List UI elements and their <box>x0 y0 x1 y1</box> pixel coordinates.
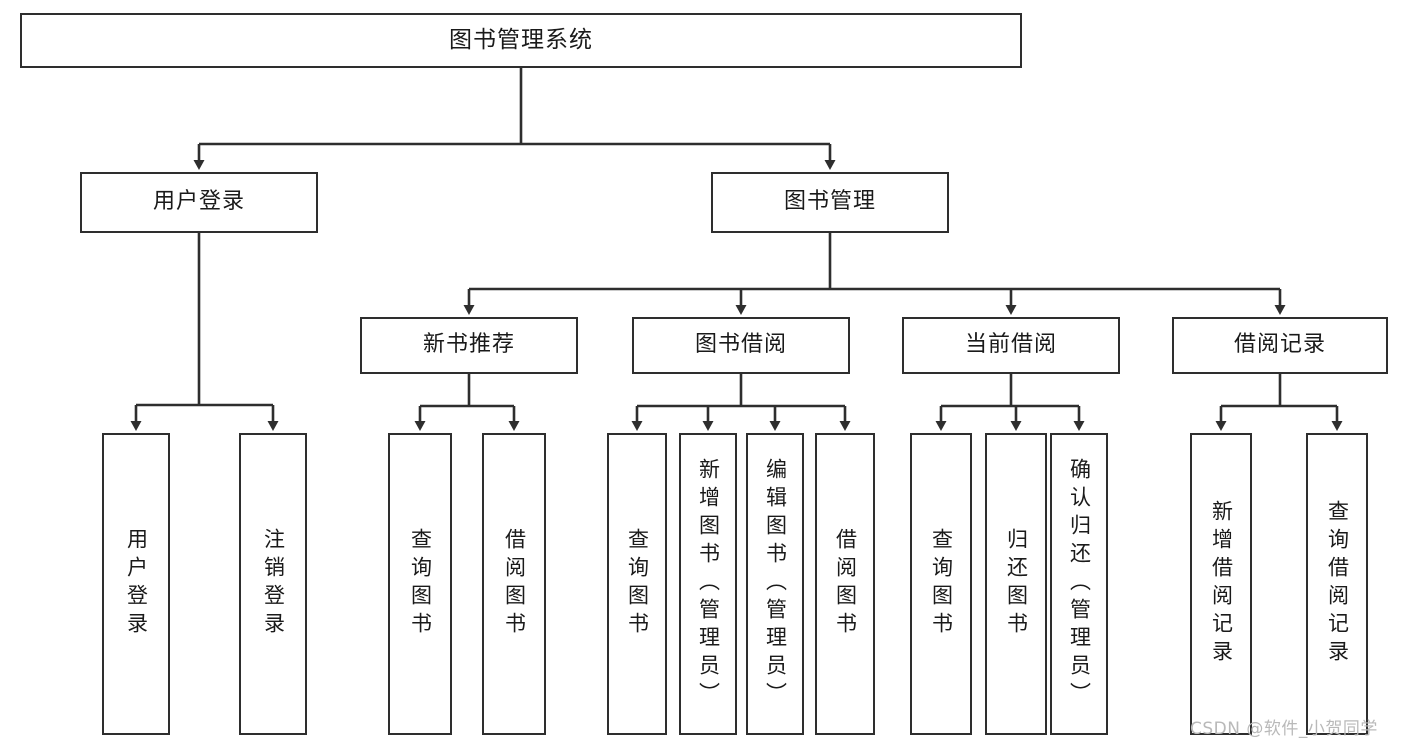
node-label: 借阅记录 <box>1233 332 1326 358</box>
node-label: 图书借阅 <box>694 332 787 358</box>
node-label: 新增借阅记录 <box>1209 500 1234 668</box>
node-label: 查询图书 <box>408 528 433 640</box>
node-records: 借阅记录 <box>1172 317 1388 374</box>
node-label: 注销登录 <box>261 528 286 640</box>
node-label: 借阅图书 <box>502 528 527 640</box>
node-label: 新书推荐 <box>422 332 515 358</box>
node-leaf-q1: 查询图书 <box>388 433 452 735</box>
node-label: 查询图书 <box>929 528 954 640</box>
node-newbook: 新书推荐 <box>360 317 578 374</box>
node-leaf-q3: 查询图书 <box>910 433 972 735</box>
node-label: 借阅图书 <box>833 528 858 640</box>
node-label: 确认归还（管理员） <box>1067 458 1092 710</box>
node-root: 图书管理系统 <box>20 13 1022 68</box>
node-leaf-b1: 借阅图书 <box>482 433 546 735</box>
node-bookmgmt: 图书管理 <box>711 172 949 233</box>
node-label: 归还图书 <box>1004 528 1029 640</box>
node-leaf-newrec: 新增借阅记录 <box>1190 433 1252 735</box>
node-leaf-login: 用户登录 <box>102 433 170 735</box>
node-login: 用户登录 <box>80 172 318 233</box>
node-label: 图书管理系统 <box>449 26 593 53</box>
node-leaf-q2: 查询图书 <box>607 433 667 735</box>
node-leaf-conf: 确认归还（管理员） <box>1050 433 1108 735</box>
node-label: 新增图书（管理员） <box>696 458 721 710</box>
node-leaf-logout: 注销登录 <box>239 433 307 735</box>
node-label: 图书管理 <box>783 189 876 215</box>
node-leaf-b2: 借阅图书 <box>815 433 875 735</box>
node-label: 当前借阅 <box>964 332 1057 358</box>
node-label: 编辑图书（管理员） <box>763 458 788 710</box>
node-leaf-qrec: 查询借阅记录 <box>1306 433 1368 735</box>
node-label: 查询图书 <box>625 528 650 640</box>
node-leaf-ret: 归还图书 <box>985 433 1047 735</box>
node-leaf-edit: 编辑图书（管理员） <box>746 433 804 735</box>
node-label: 用户登录 <box>152 189 245 215</box>
node-leaf-add: 新增图书（管理员） <box>679 433 737 735</box>
node-borrow: 图书借阅 <box>632 317 850 374</box>
node-current: 当前借阅 <box>902 317 1120 374</box>
node-label: 用户登录 <box>124 528 149 640</box>
node-label: 查询借阅记录 <box>1325 500 1350 668</box>
